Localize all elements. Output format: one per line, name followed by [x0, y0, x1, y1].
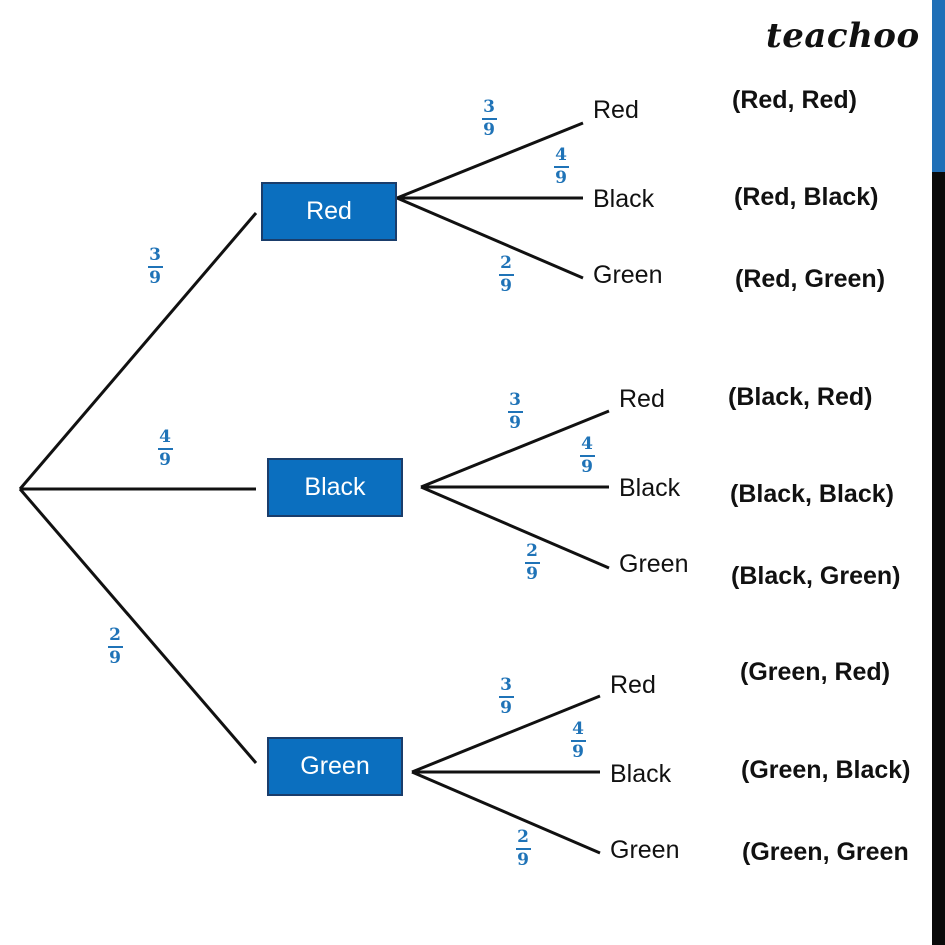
prob-den: 9: [517, 850, 529, 870]
outcome-black-red: (Black, Red): [728, 383, 873, 411]
prob-num: 3: [149, 245, 161, 265]
branch-red-green: [396, 196, 584, 280]
prob-den: 9: [159, 450, 171, 470]
branch-green-red: [411, 694, 601, 774]
prob-num: 4: [581, 434, 593, 454]
outcome-black-green: (Black, Green): [731, 562, 901, 590]
fraction-bar: [570, 740, 586, 742]
fraction-bar: [147, 266, 163, 268]
leaf-green-black: Black: [610, 760, 672, 788]
branch-red-red: [396, 121, 584, 200]
leaf-black-black: Black: [619, 474, 681, 502]
outcome-red-red: (Red, Red): [732, 86, 857, 114]
outcome-green-green: (Green, Green: [742, 838, 909, 866]
leaf-black-green: Green: [619, 550, 689, 578]
prob-num: 2: [500, 253, 512, 273]
prob-den: 9: [500, 698, 512, 718]
branch-black-green: [420, 485, 610, 570]
prob-num: 4: [555, 145, 567, 165]
leaf-red-green: Green: [593, 261, 663, 289]
node-red: Red: [261, 182, 397, 241]
outcome-red-green: (Red, Green): [735, 265, 886, 293]
fraction-bar: [507, 411, 523, 413]
prob-den: 9: [572, 742, 584, 762]
fraction-bar: [579, 455, 595, 457]
branch-root-red: [18, 212, 258, 490]
branch-green-green: [411, 770, 601, 855]
prob-den: 9: [555, 168, 567, 188]
fraction-bar: [157, 448, 173, 450]
fraction-bar: [481, 118, 497, 120]
fraction-bar: [498, 696, 514, 698]
prob-den: 9: [581, 457, 593, 477]
prob-num: 3: [500, 675, 512, 695]
outcome-red-black: (Red, Black): [734, 183, 879, 211]
teachoo-logo: teachoo: [766, 16, 920, 56]
fraction-bar: [107, 646, 123, 648]
node-black: Black: [267, 458, 403, 517]
fraction-bar: [498, 274, 514, 276]
prob-den: 9: [526, 564, 538, 584]
prob-den: 9: [509, 413, 521, 433]
fraction-bar: [553, 166, 569, 168]
scrollbar-thumb[interactable]: [932, 0, 945, 172]
prob-num: 3: [509, 390, 521, 410]
outcome-black-black: (Black, Black): [730, 480, 894, 508]
prob-num: 3: [483, 97, 495, 117]
fraction-bar: [524, 562, 540, 564]
prob-den: 9: [109, 648, 121, 668]
node-green: Green: [267, 737, 403, 796]
prob-den: 9: [500, 276, 512, 296]
prob-num: 2: [526, 541, 538, 561]
scrollbar-track[interactable]: [932, 172, 945, 945]
outcome-green-red: (Green, Red): [740, 658, 891, 686]
prob-den: 9: [149, 268, 161, 288]
leaf-black-red: Red: [619, 385, 665, 413]
prob-num: 4: [572, 719, 584, 739]
leaf-red-red: Red: [593, 96, 639, 124]
branch-black-red: [420, 409, 610, 489]
prob-num: 2: [517, 827, 529, 847]
leaf-green-green: Green: [610, 836, 680, 864]
prob-num: 4: [159, 427, 171, 447]
prob-num: 2: [109, 625, 121, 645]
fraction-bar: [515, 848, 531, 850]
outcome-green-black: (Green, Black): [741, 756, 911, 784]
leaf-red-black: Black: [593, 185, 655, 213]
branch-root-green: [18, 488, 258, 764]
leaf-green-red: Red: [610, 671, 656, 699]
prob-den: 9: [483, 120, 495, 140]
